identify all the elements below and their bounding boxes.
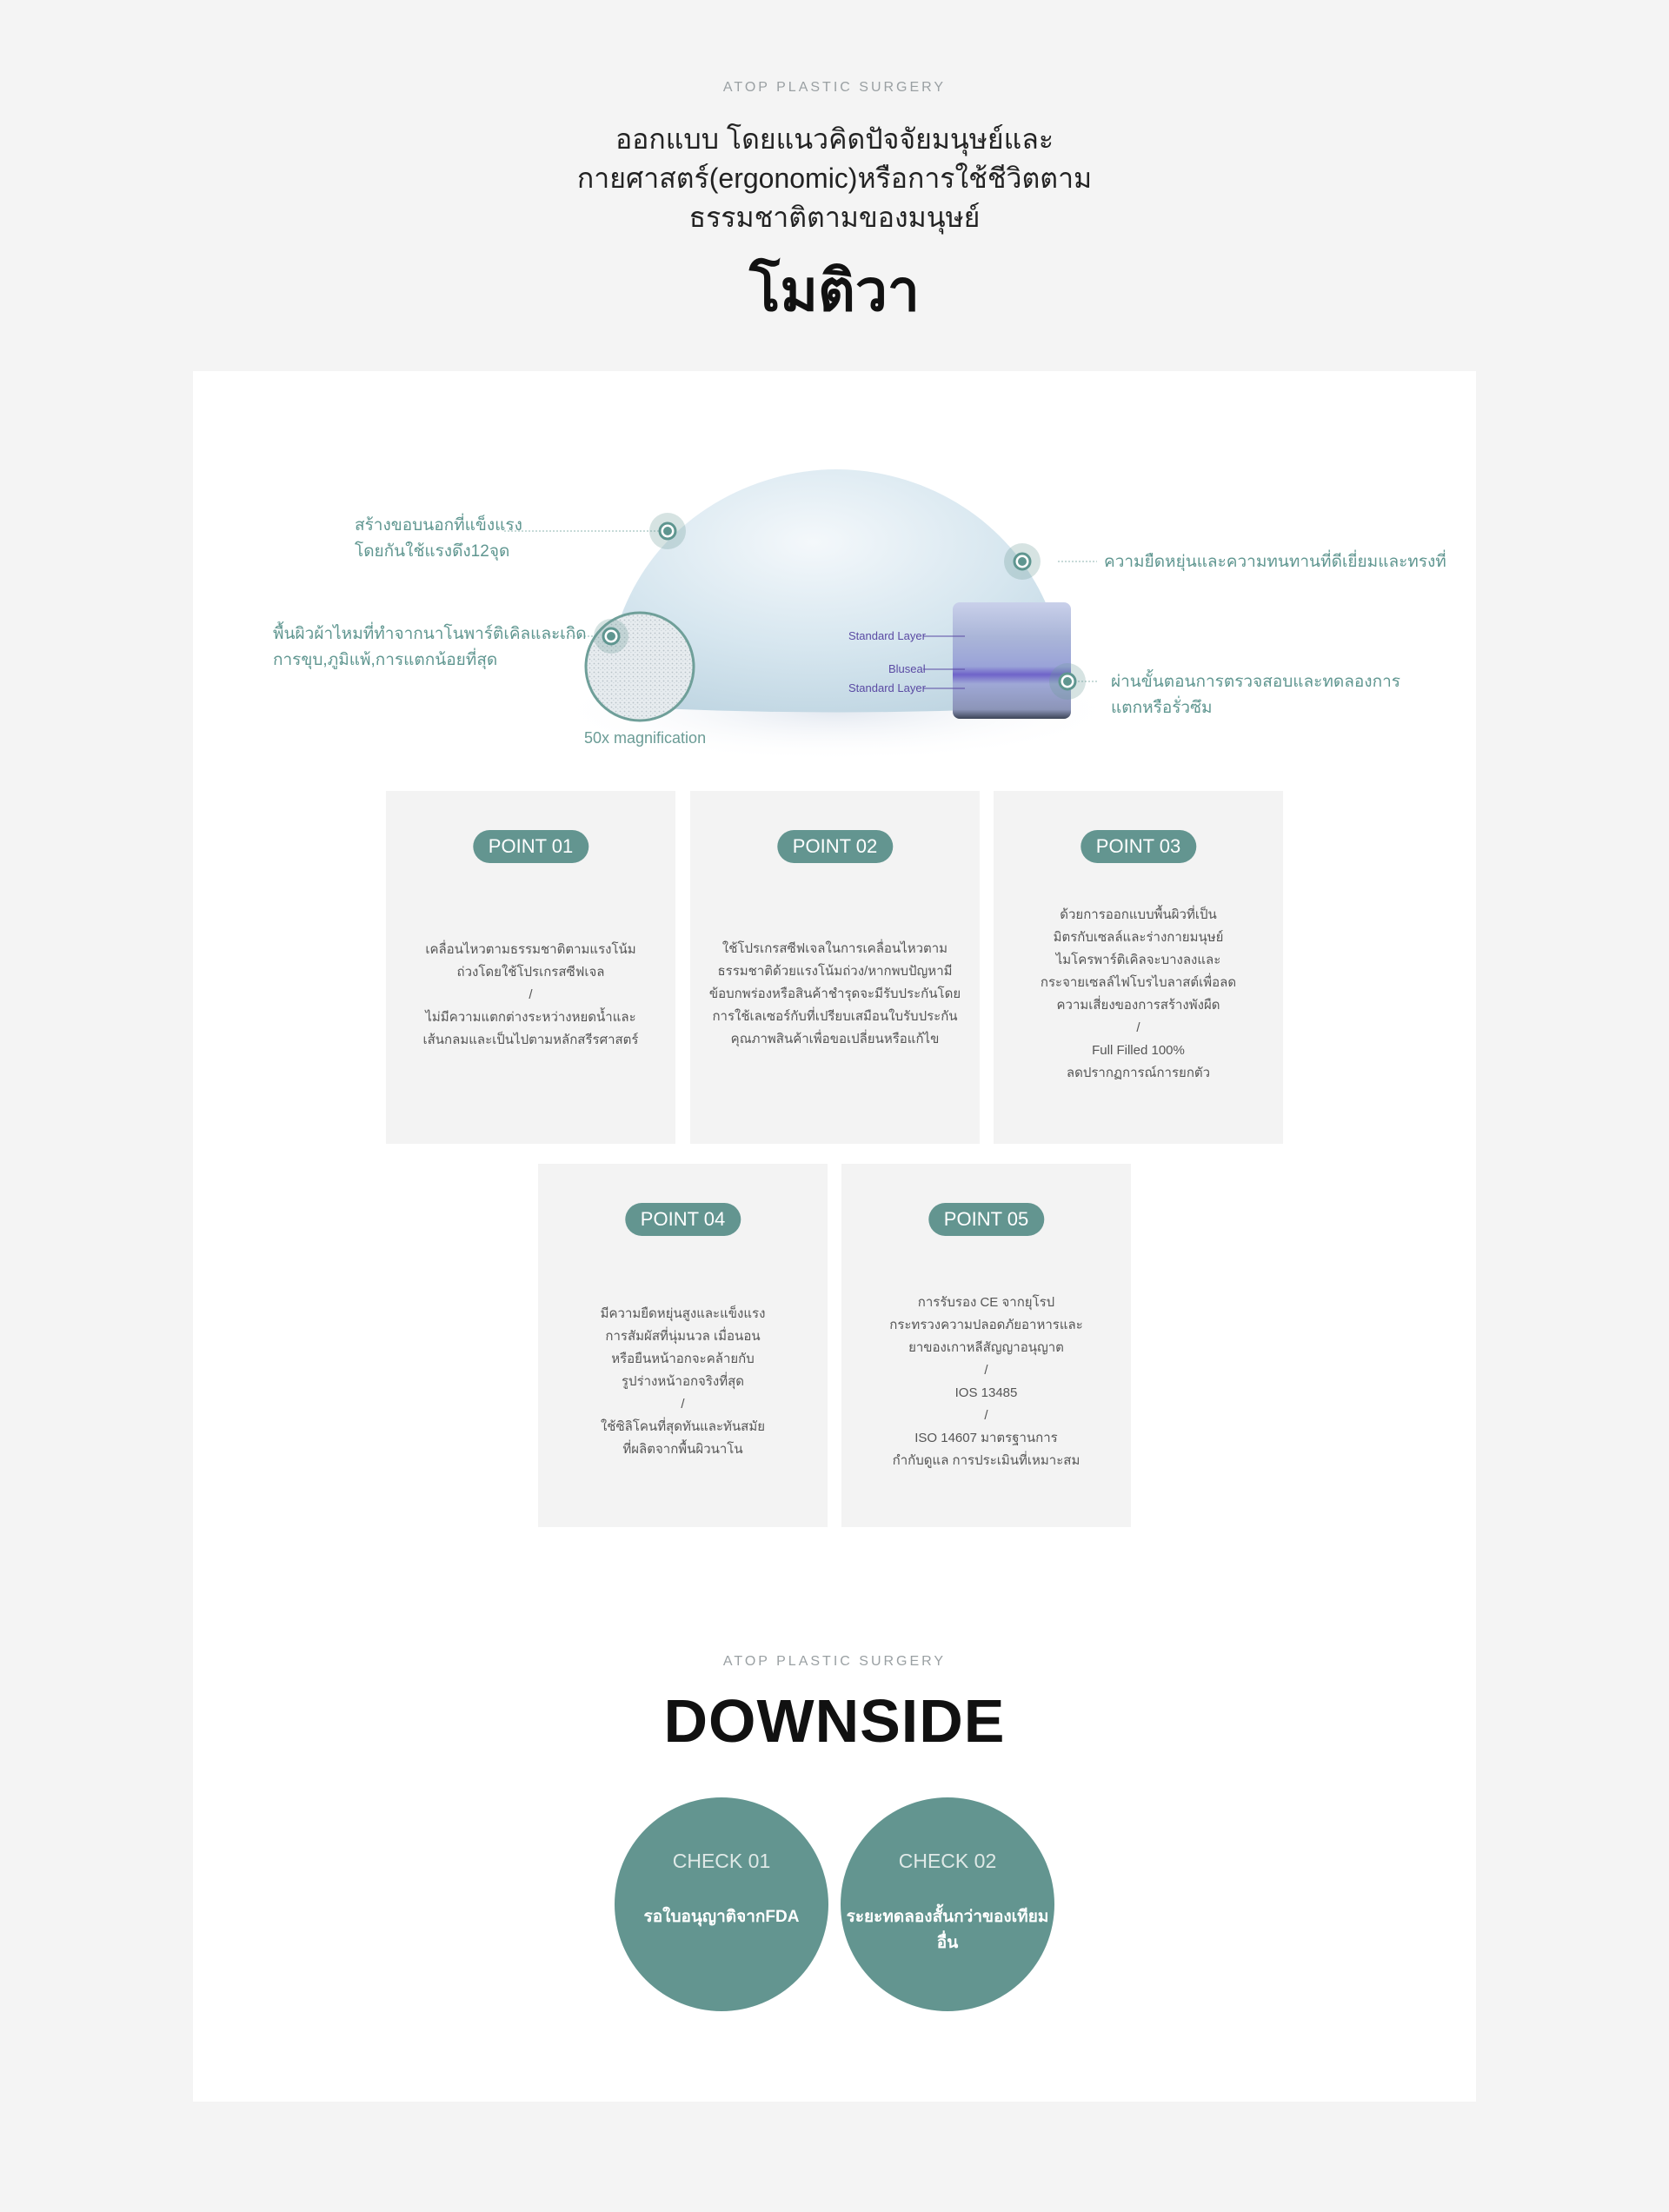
point-text: การรับรอง CE จากยุโรป กระทรวงความปลอดภัย… xyxy=(859,1292,1114,1472)
point-text-line: รูปร่างหน้าอกจริงที่สุด xyxy=(622,1374,744,1389)
header-description: ออกแบบ โดยแนวคิดปัจจัยมนุษย์และ กายศาสตร… xyxy=(487,120,1182,237)
layer-label-standard-bottom: Standard Layer xyxy=(848,681,926,694)
implant-dome xyxy=(606,469,1067,713)
point-card-04: POINT 04 มีความยืดหยุ่นสูงและแข็งแรง การ… xyxy=(538,1164,828,1527)
implant-diagram xyxy=(504,469,1123,762)
point-text: มีความยืดหยุ่นสูงและแข็งแรง การสัมผัสที่… xyxy=(555,1303,810,1461)
content-panel: สร้างขอบนอกที่แข็งแรง โดยกันใช้แรงดึง12จ… xyxy=(193,371,1476,2102)
annotation-line: แตกหรือรั่วซึม xyxy=(1111,699,1213,717)
layer-cross-section xyxy=(953,602,1071,719)
point-text-line: / xyxy=(984,1363,988,1378)
point-card-02: POINT 02 ใช้โปรเกรสซีฟเจลในการเคลื่อนไหว… xyxy=(690,791,980,1144)
point-text-line: มีความยืดหยุ่นสูงและแข็งแรง xyxy=(600,1306,766,1321)
point-card-01: POINT 01 เคลื่อนไหวตามธรรมชาติตามแรงโน้ม… xyxy=(386,791,675,1144)
annotation-bottom-right: ผ่านขั้นตอนการตรวจสอบและทดลองการ แตกหรือ… xyxy=(1111,669,1400,721)
point-text-line: ข้อบกพร่องหรือสินค้าชำรุดจะมีรับประกันโด… xyxy=(708,986,961,1001)
annotation-top-left: สร้างขอบนอกที่แข็งแรง โดยกันใช้แรงดึง12จ… xyxy=(355,513,522,565)
point-text-line: ความเสี่ยงของการสร้างพังผืด xyxy=(1056,998,1220,1013)
marker-top-left xyxy=(649,513,686,549)
point-text-line: ยาของเกาหลีสัญญาอนุญาต xyxy=(908,1340,1064,1355)
magnification-label: 50x magnification xyxy=(584,729,707,747)
point-text-line: / xyxy=(681,1397,685,1412)
point-text-line: การรับรอง CE จากยุโรป xyxy=(917,1295,1055,1310)
page-title: โมติวา xyxy=(749,258,920,322)
annotation-line: การขุบ,ภูมิแพ้,การแตกน้อยที่สุด xyxy=(273,651,498,669)
downside-eyebrow: ATOP PLASTIC SURGERY xyxy=(722,1654,947,1669)
point-text-line: ใช้ซิลิโคนที่สุดทันและทันสมัย xyxy=(600,1419,766,1434)
point-text-line: ที่ผลิตจากพื้นผิวนาโน xyxy=(622,1442,743,1457)
header-description-line: ออกแบบ โดยแนวคิดปัจจัยมนุษย์และ xyxy=(615,123,1054,155)
annotation-line: ความยืดหยุ่นและความทนทานที่ดีเยี่ยมและทร… xyxy=(1104,553,1446,571)
point-text-line: กระทรวงความปลอดภัยอาหารและ xyxy=(889,1318,1083,1332)
point-text-line: มิตรกับเซลล์และร่างกายมนุษย์ xyxy=(1053,930,1224,945)
point-badge: POINT 04 xyxy=(624,1203,741,1236)
marker-bottom-right xyxy=(1049,663,1086,700)
point-text-line: / xyxy=(984,1408,988,1423)
marker-mid-left xyxy=(594,619,628,654)
point-text-line: เคลื่อนไหวตามธรรมชาติตามแรงโน้ม xyxy=(425,942,636,957)
point-card-03: POINT 03 ด้วยการออกแบบพื้นผิวที่เป็น มิต… xyxy=(994,791,1283,1144)
point-text-line: คุณภาพสินค้าเพื่อขอเปลี่ยนหรือแก้ไข xyxy=(730,1032,940,1046)
point-text-line: ไมโครพาร์ติเคิลจะบางลงและ xyxy=(1055,953,1221,967)
point-text-line: หรือยืนหน้าอกจะคล้ายกับ xyxy=(611,1352,755,1366)
point-text-line: / xyxy=(529,987,533,1002)
point-text-line: ลดปรากฏการณ์การยกตัว xyxy=(1066,1066,1211,1080)
check-description: ระยะทดลองสั้นกว่าของเทียมอื่น xyxy=(846,1908,1049,1952)
point-badge: POINT 03 xyxy=(1080,830,1197,863)
point-text-line: ธรรมชาติด้วยแรงโน้มถ่วง/หากพบปัญหามี xyxy=(717,964,953,979)
point-text-line: ด้วยการออกแบบพื้นผิวที่เป็น xyxy=(1060,907,1217,922)
header-description-line: กายศาสตร์(ergonomic)หรือการใช้ชีวิตตาม xyxy=(576,163,1093,194)
downside-title: DOWNSIDE xyxy=(663,1687,1006,1755)
point-text-line: ISO 14607 มาตรฐานการ xyxy=(914,1431,1058,1445)
check-description: รอใบอนุญาติจากFDA xyxy=(643,1908,800,1926)
annotation-line: สร้างขอบนอกที่แข็งแรง xyxy=(355,516,522,535)
point-text-line: การสัมผัสที่นุ่มนวล เมื่อนอน xyxy=(605,1329,761,1344)
point-text-line: กำกับดูแล การประเมินที่เหมาะสม xyxy=(892,1453,1081,1468)
point-text-line: เส้นกลมและเป็นไปตามหลักสรีรศาสตร์ xyxy=(422,1033,639,1047)
check-label: CHECK 01 xyxy=(672,1850,771,1872)
check-circle-02: CHECK 02 ระยะทดลองสั้นกว่าของเทียมอื่น xyxy=(841,1797,1054,2011)
marker-top-right xyxy=(1004,543,1041,580)
point-text-line: IOS 13485 xyxy=(954,1385,1018,1400)
check-circle-01: CHECK 01 รอใบอนุญาติจากFDA xyxy=(615,1797,828,2011)
point-text-line: / xyxy=(1136,1020,1140,1035)
point-text: ใช้โปรเกรสซีฟเจลในการเคลื่อนไหวตาม ธรรมช… xyxy=(708,938,962,1051)
annotation-line: โดยกันใช้แรงดึง12จุด xyxy=(355,542,510,561)
header-eyebrow: ATOP PLASTIC SURGERY xyxy=(722,80,947,95)
point-text-line: ถ่วงโดยใช้โปรเกรสซีฟเจล xyxy=(456,965,605,980)
annotation-line: พื้นผิวผ้าไหมที่ทำจากนาโนพาร์ติเคิลและเก… xyxy=(273,625,587,643)
point-badge: POINT 01 xyxy=(472,830,589,863)
annotation-mid-left: พื้นผิวผ้าไหมที่ทำจากนาโนพาร์ติเคิลและเก… xyxy=(273,621,587,674)
point-text-line: ไม่มีความแตกต่างระหว่างหยดน้ำและ xyxy=(425,1010,636,1025)
point-text-line: การใช้เลเซอร์กับที่เปรียบเสมือนใบรับประก… xyxy=(712,1009,958,1024)
point-text: เคลื่อนไหวตามธรรมชาติตามแรงโน้ม ถ่วงโดยใ… xyxy=(403,939,658,1052)
annotation-top-right: ความยืดหยุ่นและความทนทานที่ดีเยี่ยมและทร… xyxy=(1104,549,1446,575)
point-badge: POINT 05 xyxy=(928,1203,1045,1236)
layer-label-standard-top: Standard Layer xyxy=(848,629,926,642)
point-card-05: POINT 05 การรับรอง CE จากยุโรป กระทรวงคว… xyxy=(841,1164,1131,1527)
point-badge: POINT 02 xyxy=(776,830,894,863)
point-text-line: Full Filled 100% xyxy=(1092,1043,1185,1058)
annotation-line: ผ่านขั้นตอนการตรวจสอบและทดลองการ xyxy=(1111,673,1400,691)
header-description-line: ธรรมชาติตามของมนุษย์ xyxy=(688,202,981,233)
layer-label-bluseal: Bluseal xyxy=(888,662,926,675)
point-text-line: ใช้โปรเกรสซีฟเจลในการเคลื่อนไหวตาม xyxy=(721,941,948,956)
check-label: CHECK 02 xyxy=(898,1850,997,1872)
point-text-line: กระจายเซลล์ไฟโบรไบลาสต์เพื่อลด xyxy=(1040,975,1237,990)
point-text: ด้วยการออกแบบพื้นผิวที่เป็น มิตรกับเซลล์… xyxy=(1011,904,1266,1085)
